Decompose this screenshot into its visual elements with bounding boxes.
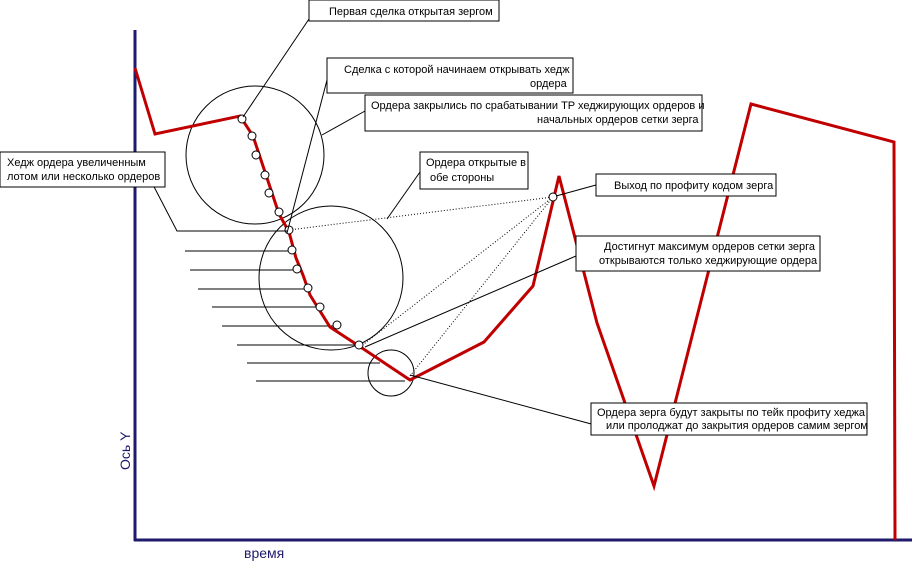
leader-max-grid (364, 255, 577, 348)
leader-both-sides (386, 171, 421, 220)
callout-tp-closed-text-1: Ордера закрылись по срабатывании TP хедж… (371, 100, 704, 112)
order-dot (354, 340, 364, 350)
callout-tp-closed: Ордера закрылись по срабатывании TP хедж… (364, 94, 704, 132)
leader-exit-profit (555, 184, 597, 197)
dotted-exit-lines (288, 196, 554, 377)
dotted-line (288, 196, 554, 231)
order-dot (332, 320, 342, 330)
callout-max-grid: Достигнут максимум ордеров сетки зерга о… (575, 235, 821, 272)
callout-max-grid-text-2: открываются только хеджирующие ордера (599, 255, 818, 267)
order-dot (292, 264, 302, 274)
x-axis-label: время (244, 545, 284, 561)
leader-tp-closed (321, 110, 366, 136)
order-dot (274, 207, 284, 217)
callout-both-sides: Ордера открытые в обе стороны (419, 151, 529, 190)
callout-final-close: Ордера зерга будут закрыты по тейк профи… (590, 402, 868, 436)
order-dots (237, 114, 558, 350)
bottom-circle (367, 349, 415, 397)
callout-max-grid-text-1: Достигнут максимум ордеров сетки зерга (604, 241, 816, 253)
callout-final-close-text-1: Ордера зерга будут закрыты по тейк профи… (597, 407, 866, 419)
callout-hedge-start: Сделка с которой начинаем открывать хедж… (326, 57, 574, 94)
order-dot (264, 188, 274, 198)
order-dot (303, 283, 313, 293)
callout-hedge-lot-text-2: лотом или несколько ордеров (7, 171, 160, 183)
callout-exit-profit: Выход по профиту кодом зерга (595, 173, 777, 197)
callout-hedge-lot: Хедж ордера увеличенным лотом или нескол… (0, 151, 166, 188)
callout-exit-profit-text: Выход по профиту кодом зерга (614, 180, 774, 192)
callout-hedge-lot-text-1: Хедж ордера увеличенным (7, 157, 146, 169)
order-dot (260, 170, 270, 180)
both-sides-circle (258, 205, 404, 351)
order-dot (247, 131, 257, 141)
callout-both-sides-text-1: Ордера открытые в (426, 157, 526, 169)
order-dot (315, 302, 325, 312)
order-dot (237, 114, 247, 124)
first-trade-circle (185, 85, 325, 225)
dotted-line (409, 196, 554, 377)
price-line (133, 67, 897, 541)
callout-both-sides-text-2: обе стороны (430, 172, 494, 184)
order-dot (548, 192, 558, 202)
callout-final-close-text-2: или пролоджат до закрытия ордеров самим … (606, 420, 868, 432)
order-dot (287, 245, 297, 255)
leader-lines (149, 18, 597, 426)
callout-first-trade: Первая сделка открытая зергом (308, 0, 500, 22)
leader-hedge-lot (149, 178, 287, 232)
leader-first-trade (242, 18, 310, 118)
order-dot (251, 150, 261, 160)
callout-hedge-start-text-2: ордера (530, 78, 568, 90)
leader-hedge-start (286, 79, 328, 234)
dotted-line (359, 196, 554, 348)
callout-hedge-start-text-1: Сделка с которой начинаем открывать хедж (344, 64, 570, 76)
callout-first-trade-text: Первая сделка открытая зергом (329, 6, 493, 18)
callout-tp-closed-text-2: начальных ордеров сетки зерга (537, 114, 699, 126)
leader-final-close (409, 374, 596, 426)
y-axis-label: Ось Y (117, 431, 133, 470)
